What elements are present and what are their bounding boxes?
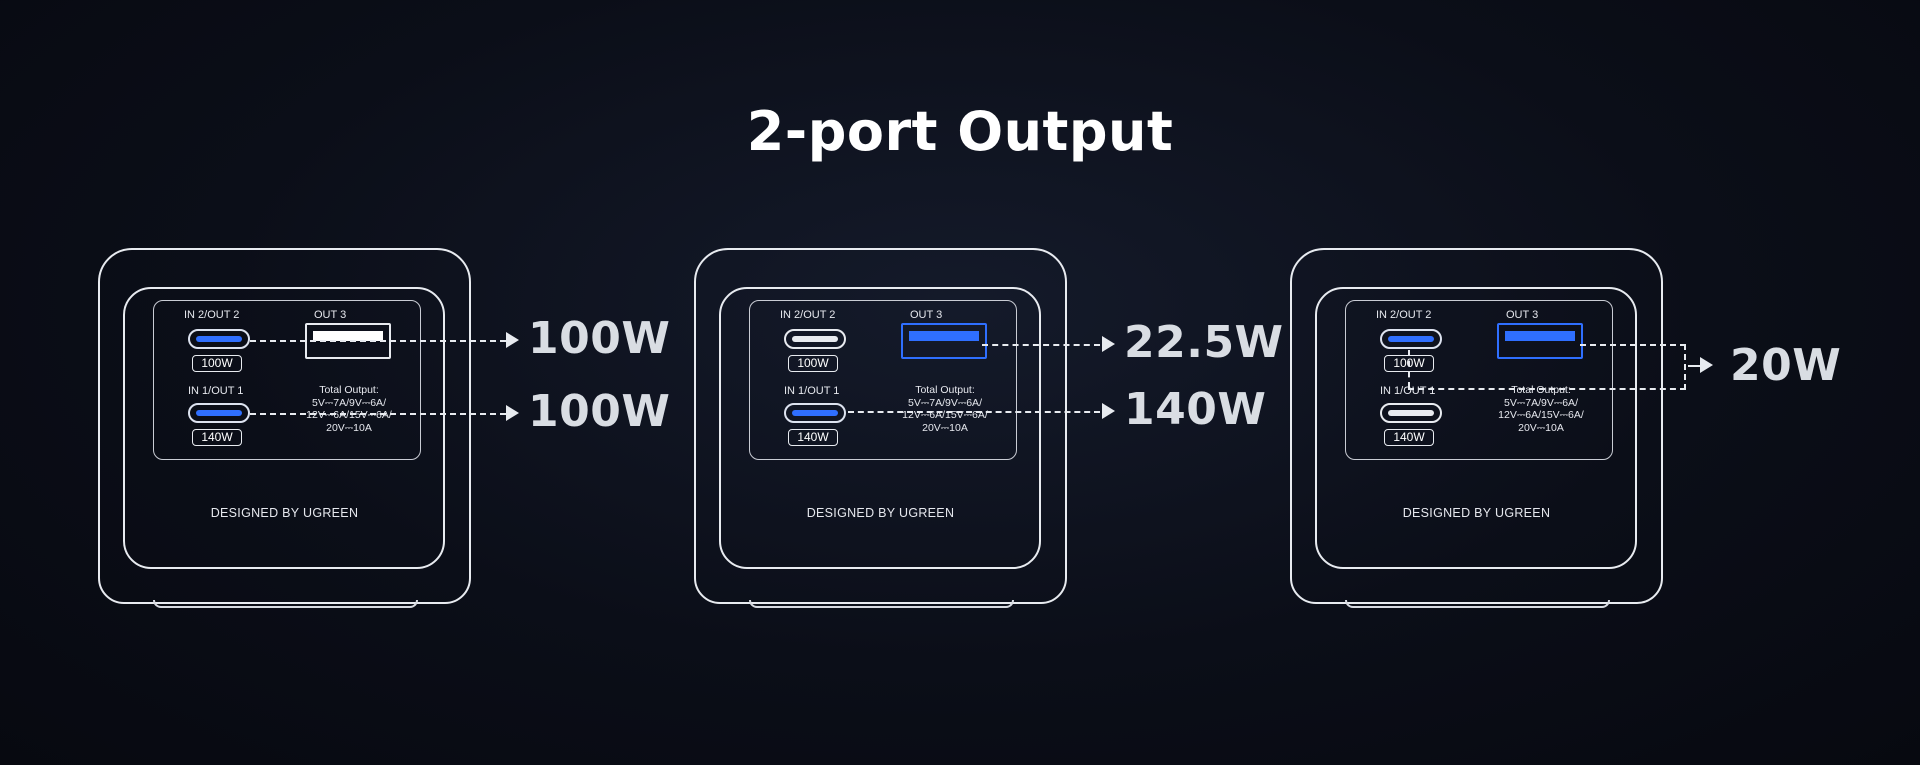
rating-badge-port-1: 140W: [1384, 429, 1434, 446]
label-in1-out1: IN 1/OUT 1: [188, 385, 244, 397]
usb-c-port-2: [1380, 329, 1442, 349]
label-out3: OUT 3: [910, 309, 943, 321]
output-watt-label: 100W: [528, 386, 671, 437]
connector-line: [250, 413, 506, 415]
connector-line: [848, 411, 1100, 413]
device-foot: [153, 600, 418, 608]
arrow-right-icon: [1102, 403, 1115, 419]
connector-line: [1408, 388, 1686, 390]
total-output-spec: Total Output: 5V⎓7A/9V⎓6A/ 12V⎓6A/15V⎓6A…: [902, 384, 988, 434]
charger-device-3: IN 2/OUT 2 OUT 3 100W IN 1/OUT 1 140W To…: [1290, 248, 1667, 612]
rating-badge-port-1: 140W: [788, 429, 838, 446]
label-out3: OUT 3: [314, 309, 347, 321]
usb-c-port-1: [188, 403, 250, 423]
label-in2-out2: IN 2/OUT 2: [780, 309, 836, 321]
total-output-spec: Total Output: 5V⎓7A/9V⎓6A/ 12V⎓6A/15V⎓6A…: [1498, 384, 1584, 434]
usb-a-port-3: [1497, 323, 1583, 359]
connector-bracket: [1684, 344, 1686, 390]
arrow-right-icon: [1102, 336, 1115, 352]
device-foot: [1345, 600, 1610, 608]
label-out3: OUT 3: [1506, 309, 1539, 321]
port-panel: IN 2/OUT 2 OUT 3 100W IN 1/OUT 1 140W To…: [153, 300, 421, 460]
connector-line: [1580, 344, 1686, 346]
device-face: [123, 287, 445, 569]
connector-line: [250, 340, 506, 342]
arrow-right-icon: [1700, 357, 1713, 373]
total-output-spec: Total Output: 5V⎓7A/9V⎓6A/ 12V⎓6A/15V⎓6A…: [306, 384, 392, 434]
page-title: 2-port Output: [746, 100, 1174, 163]
port-panel: IN 2/OUT 2 OUT 3 100W IN 1/OUT 1 140W To…: [1345, 300, 1613, 460]
brand-text: DESIGNED BY UGREEN: [806, 506, 955, 520]
rating-badge-port-1: 140W: [192, 429, 242, 446]
device-face: [719, 287, 1041, 569]
output-watt-label: 140W: [1124, 384, 1267, 435]
usb-c-port-1: [1380, 403, 1442, 423]
charger-device-2: IN 2/OUT 2 OUT 3 100W IN 1/OUT 1 140W To…: [694, 248, 1071, 612]
label-in2-out2: IN 2/OUT 2: [1376, 309, 1432, 321]
device-face: [1315, 287, 1637, 569]
output-watt-label: 22.5W: [1124, 317, 1284, 368]
device-outline: [1290, 248, 1663, 604]
arrow-right-icon: [506, 332, 519, 348]
connector-line: [982, 344, 1100, 346]
brand-text: DESIGNED BY UGREEN: [210, 506, 359, 520]
output-watt-label: 20W: [1730, 340, 1842, 391]
usb-a-port-3: [901, 323, 987, 359]
rating-badge-port-2: 100W: [192, 355, 242, 372]
label-in1-out1: IN 1/OUT 1: [784, 385, 840, 397]
port-panel: IN 2/OUT 2 OUT 3 100W IN 1/OUT 1 140W To…: [749, 300, 1017, 460]
device-foot: [749, 600, 1014, 608]
output-watt-label: 100W: [528, 313, 671, 364]
charger-device-1: IN 2/OUT 2 OUT 3 100W IN 1/OUT 1 140W To…: [98, 248, 475, 612]
usb-c-port-1: [784, 403, 846, 423]
arrow-right-icon: [506, 405, 519, 421]
rating-badge-port-2: 100W: [788, 355, 838, 372]
label-in2-out2: IN 2/OUT 2: [184, 309, 240, 321]
connector-line-vertical: [1408, 350, 1410, 388]
brand-text: DESIGNED BY UGREEN: [1402, 506, 1551, 520]
device-outline: [98, 248, 471, 604]
device-outline: [694, 248, 1067, 604]
connector-line: [1688, 365, 1700, 367]
usb-c-port-2: [784, 329, 846, 349]
usb-c-port-2: [188, 329, 250, 349]
